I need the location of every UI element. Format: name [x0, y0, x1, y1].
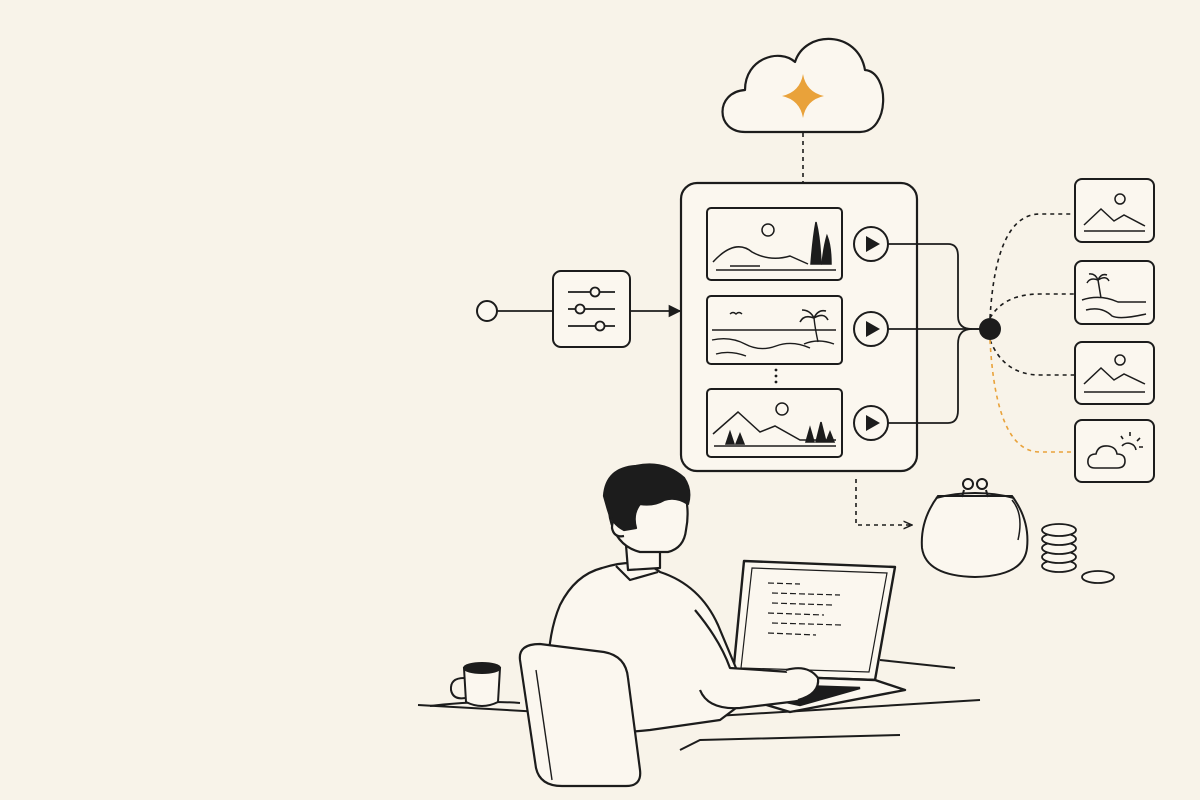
- play-button-3[interactable]: [853, 405, 889, 441]
- frame-1: [706, 207, 843, 281]
- play-button-1[interactable]: [853, 226, 889, 262]
- frames-to-hub-connectors: [888, 243, 990, 424]
- sliders-icon: [568, 286, 615, 332]
- play-icon: [866, 236, 880, 252]
- mountain-landscape-icon: [712, 221, 836, 271]
- coffee-mug-icon: [449, 662, 502, 707]
- chair: [518, 642, 642, 788]
- beach-palm-icon: [711, 309, 836, 357]
- output-card-1[interactable]: [1074, 178, 1155, 243]
- play-button-2[interactable]: [853, 311, 889, 347]
- frame-3: [706, 388, 843, 458]
- mountain-trees-icon: [712, 402, 836, 447]
- hair: [602, 463, 691, 532]
- output-card-2[interactable]: [1074, 260, 1155, 325]
- coin-stack-icon: [1041, 523, 1115, 584]
- frames-to-cost-arrow: [855, 479, 912, 525]
- beach-palm-icon: [1081, 273, 1147, 319]
- frame-2: [706, 295, 843, 365]
- sparkle-icon: [782, 74, 824, 118]
- mountain-landscape-icon: [1083, 193, 1146, 232]
- output-card-4[interactable]: [1074, 419, 1155, 483]
- code-lines: [767, 582, 843, 636]
- play-icon: [866, 415, 880, 431]
- mountain-landscape-icon: [1083, 354, 1146, 393]
- hub-node: [979, 318, 1001, 340]
- more-frames-ellipsis: [774, 368, 778, 384]
- input-node: [476, 300, 498, 322]
- cloud-sun-icon: [1087, 432, 1143, 469]
- cloud-node: [721, 37, 885, 134]
- settings-box: [552, 270, 631, 348]
- play-icon: [866, 321, 880, 337]
- coin-purse-icon: [920, 478, 1029, 579]
- output-card-3[interactable]: [1074, 341, 1155, 405]
- hub-to-outputs-connectors: [989, 213, 1074, 453]
